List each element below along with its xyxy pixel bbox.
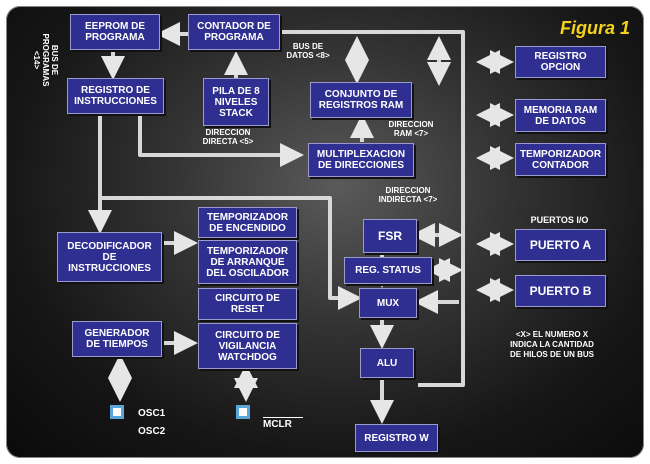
pila-stack-block: PILA DE 8 NIVELES STACK (203, 78, 269, 126)
mclr-label: MCLR (263, 417, 303, 432)
temporizador-contador-block: TEMPORIZADOR CONTADOR (515, 143, 606, 176)
eeprom-programa-block: EEPROM DE PROGRAMA (70, 14, 160, 50)
mclr-pin-icon (236, 405, 250, 419)
instr-to-mux-line (100, 196, 362, 310)
registro-w-block: REGISTRO W (355, 424, 438, 452)
circuito-watchdog-block: CIRCUITO DE VIGILANCIA WATCHDOG (198, 323, 297, 369)
registro-opcion-block: REGISTRO OPCION (515, 46, 606, 78)
direccion-ram-label: DIRECCION RAM <7> (388, 120, 434, 138)
osc1-label: OSC1 (138, 408, 166, 419)
reg-status-block: REG. STATUS (344, 257, 432, 284)
puerto-b-block: PUERTO B (515, 275, 606, 307)
temporizador-encendido-block: TEMPORIZADOR DE ENCENDIDO (198, 207, 297, 238)
mux-block: MUX (359, 288, 417, 318)
data-bus-line (280, 30, 465, 387)
bus-datos-label: BUS DE DATOS <8> (286, 42, 330, 60)
decodificador-instrucciones-block: DECODIFICADOR DE INSTRUCCIONES (57, 232, 162, 282)
contador-programa-block: CONTADOR DE PROGRAMA (188, 14, 280, 50)
puertos-io-label: PUERTOS I/O (530, 215, 589, 225)
osc2-label: OSC2 (138, 426, 166, 437)
circuito-reset-block: CIRCUITO DE RESET (198, 288, 297, 320)
alu-block: ALU (360, 348, 414, 378)
temporizador-arranque-block: TEMPORIZADOR DE ARRANQUE DEL OSCILADOR (198, 240, 297, 284)
puerto-a-block: PUERTO A (515, 229, 606, 261)
generador-tiempos-block: GENERADOR DE TIEMPOS (72, 321, 162, 357)
direccion-directa-label: DIRECCION DIRECTA <5> (202, 128, 254, 146)
memoria-ram-datos-block: MEMORIA RAM DE DATOS (515, 99, 606, 132)
osc-pin-icon (110, 405, 124, 419)
direccion-indirecta-label: DIRECCION INDIRECTA <7> (378, 186, 438, 204)
fsr-block: FSR (363, 219, 417, 253)
direct-address-line (138, 112, 304, 167)
registro-instrucciones-block: REGISTRO DE INSTRUCCIONES (67, 78, 164, 114)
bus-programas-label: BUS DE PROGRAMAS <14> (32, 33, 59, 87)
conjunto-registros-ram-block: CONJUNTO DE REGISTROS RAM (310, 82, 412, 118)
bus-width-note: <X> EL NUMERO X INDICA LA CANTIDAD DE HI… (509, 330, 594, 359)
figure-title: Figura 1 (560, 18, 631, 38)
multiplexacion-direcciones-block: MULTIPLEXACION DE DIRECCIONES (308, 143, 414, 177)
